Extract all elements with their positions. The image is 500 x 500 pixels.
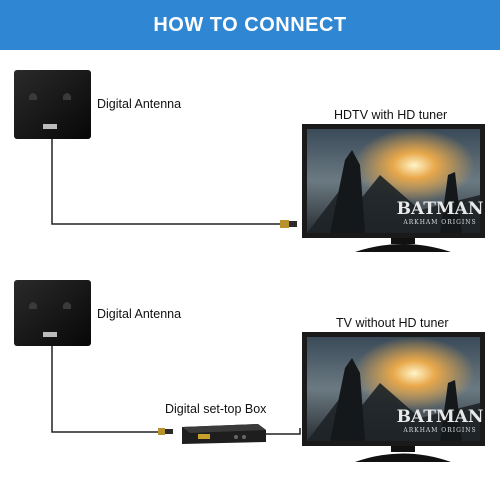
antenna-2 (14, 280, 91, 346)
antenna-label-2: Digital Antenna (97, 307, 182, 321)
hdtv-monitor (302, 124, 485, 252)
coax-connector-icon (280, 220, 297, 228)
mount-hole-icon (63, 302, 71, 309)
coax-cable-2 (51, 346, 160, 433)
coax-cable-3 (266, 428, 301, 435)
mount-hole-icon (29, 302, 37, 309)
tv-screen-title: BATMAN (397, 199, 484, 219)
mount-hole-icon (29, 93, 37, 100)
tv-screen-subtitle: ARKHAM ORIGINS (402, 427, 476, 434)
tv-screen-title: BATMAN (397, 407, 484, 427)
tv-monitor (302, 332, 485, 462)
antenna-label-1: Digital Antenna (97, 97, 182, 111)
antenna-1 (14, 70, 91, 139)
set-top-box-label: Digital set-top Box (165, 402, 267, 416)
mount-hole-icon (63, 93, 71, 100)
set-top-box-icon (182, 424, 266, 444)
tv-label: TV without HD tuner (336, 316, 449, 330)
coax-cable-1 (51, 139, 285, 225)
tv-screen-subtitle: ARKHAM ORIGINS (402, 219, 476, 226)
page-title: HOW TO CONNECT (153, 13, 347, 36)
coax-connector-icon (158, 428, 173, 435)
header-banner: HOW TO CONNECT (0, 0, 500, 50)
hdtv-label: HDTV with HD tuner (334, 108, 448, 122)
